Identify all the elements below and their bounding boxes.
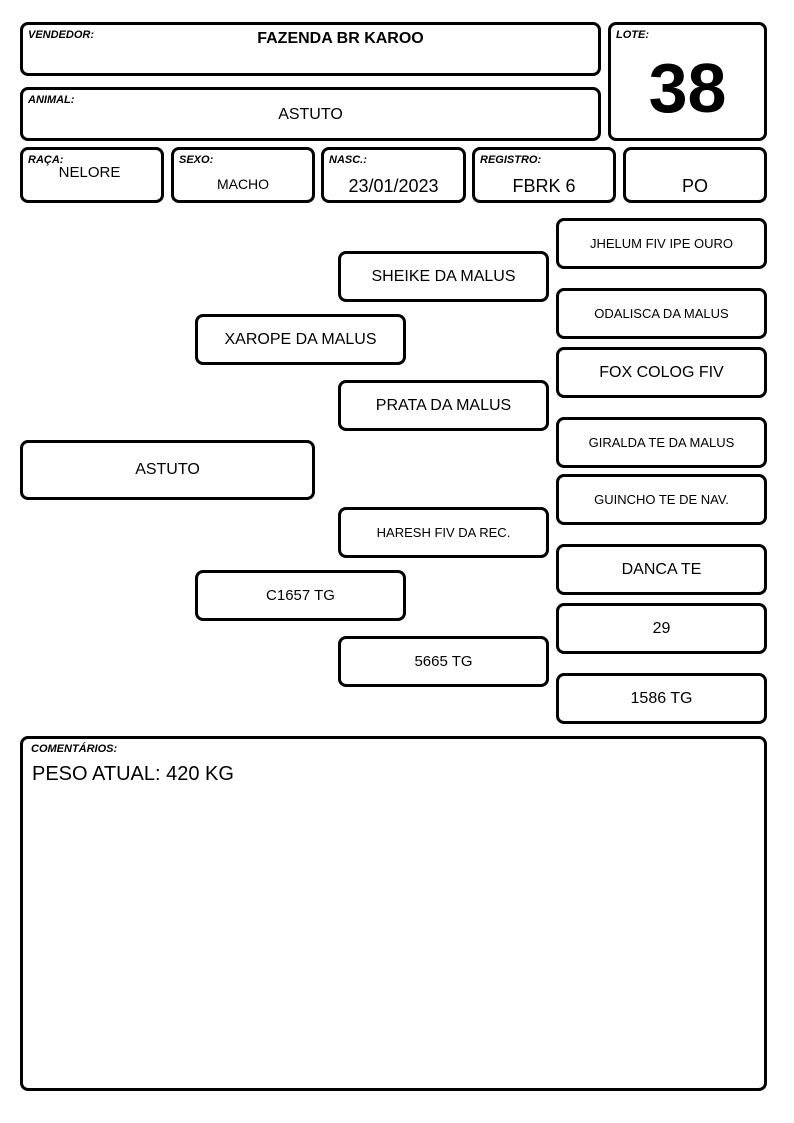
pedigree-ddd-name: 1586 TG bbox=[630, 689, 693, 707]
animal-box: ANIMAL: ASTUTO bbox=[20, 87, 601, 141]
lote-value: 38 bbox=[648, 49, 727, 127]
pedigree-dam-dam-sire: 29 bbox=[556, 603, 767, 654]
comments-text: PESO ATUAL: 420 KG bbox=[32, 763, 234, 785]
pedigree-dam-sire: HARESH FIV DA REC. bbox=[338, 507, 549, 558]
pedigree-sire: XAROPE DA MALUS bbox=[195, 314, 406, 365]
pedigree-dam-sire-name: HARESH FIV DA REC. bbox=[376, 525, 511, 540]
registro-label: REGISTRO: bbox=[480, 154, 542, 166]
nasc-box: NASC.: 23/01/2023 bbox=[321, 147, 466, 203]
pedigree-sire-dam-dam: GIRALDA TE DA MALUS bbox=[556, 417, 767, 468]
sexo-value: MACHO bbox=[216, 176, 270, 192]
pedigree-sss-name: JHELUM FIV IPE OURO bbox=[589, 236, 734, 251]
animal-label: ANIMAL: bbox=[28, 94, 75, 106]
raca-label: RAÇA: bbox=[28, 154, 64, 166]
pedigree-sire-name: XAROPE DA MALUS bbox=[224, 330, 377, 348]
pedigree-dam-dam-dam: 1586 TG bbox=[556, 673, 767, 724]
raca-value: NELORE bbox=[58, 164, 121, 181]
pedigree-sire-sire-sire: JHELUM FIV IPE OURO bbox=[556, 218, 767, 269]
pedigree-sire-sire: SHEIKE DA MALUS bbox=[338, 251, 549, 302]
vendedor-value: FAZENDA BR KAROO bbox=[257, 30, 424, 47]
pedigree-dam-sire-sire: GUINCHO TE DE NAV. bbox=[556, 474, 767, 525]
pedigree-sire-dam: PRATA DA MALUS bbox=[338, 380, 549, 431]
pedigree-sire-sire-dam: ODALISCA DA MALUS bbox=[556, 288, 767, 339]
categoria-value: PO bbox=[681, 176, 708, 196]
comments-label: COMENTÁRIOS: bbox=[31, 743, 118, 755]
pedigree-sdd-name: GIRALDA TE DA MALUS bbox=[588, 435, 735, 450]
comments-box: COMENTÁRIOS: PESO ATUAL: 420 KG bbox=[20, 736, 767, 1091]
lote-box: LOTE: 38 bbox=[608, 22, 767, 141]
sexo-label: SEXO: bbox=[179, 154, 214, 166]
sexo-box: SEXO: MACHO bbox=[171, 147, 315, 203]
registro-value: FBRK 6 bbox=[512, 176, 576, 196]
nasc-value: 23/01/2023 bbox=[348, 176, 439, 196]
vendedor-box: VENDEDOR: FAZENDA BR KAROO bbox=[20, 22, 601, 76]
pedigree-sire-dam-name: PRATA DA MALUS bbox=[375, 396, 512, 414]
pedigree-dam-sire-dam: DANCA TE bbox=[556, 544, 767, 595]
pedigree-dam-dam: 5665 TG bbox=[338, 636, 549, 687]
pedigree-sds-name: FOX COLOG FIV bbox=[599, 363, 724, 381]
pedigree-dam-name: C1657 TG bbox=[266, 587, 335, 604]
pedigree-animal-name: ASTUTO bbox=[135, 461, 200, 478]
pedigree-dsd-name: DANCA TE bbox=[621, 560, 702, 578]
pedigree-dss-name: GUINCHO TE DE NAV. bbox=[594, 492, 729, 507]
categoria-box: PO bbox=[623, 147, 767, 203]
nasc-label: NASC.: bbox=[329, 154, 367, 166]
pedigree-animal: ASTUTO bbox=[20, 440, 315, 500]
pedigree-dam: C1657 TG bbox=[195, 570, 406, 621]
animal-value: ASTUTO bbox=[278, 106, 343, 123]
vendedor-label: VENDEDOR: bbox=[28, 29, 95, 41]
pedigree-dam-dam-name: 5665 TG bbox=[414, 653, 473, 670]
pedigree-sire-dam-sire: FOX COLOG FIV bbox=[556, 347, 767, 398]
pedigree-dds-name: 29 bbox=[652, 619, 671, 637]
lote-label: LOTE: bbox=[616, 29, 649, 41]
pedigree-ssd-name: ODALISCA DA MALUS bbox=[594, 306, 729, 321]
raca-box: RAÇA: NELORE bbox=[20, 147, 164, 203]
pedigree-sire-sire-name: SHEIKE DA MALUS bbox=[371, 267, 516, 285]
registro-box: REGISTRO: FBRK 6 bbox=[472, 147, 616, 203]
